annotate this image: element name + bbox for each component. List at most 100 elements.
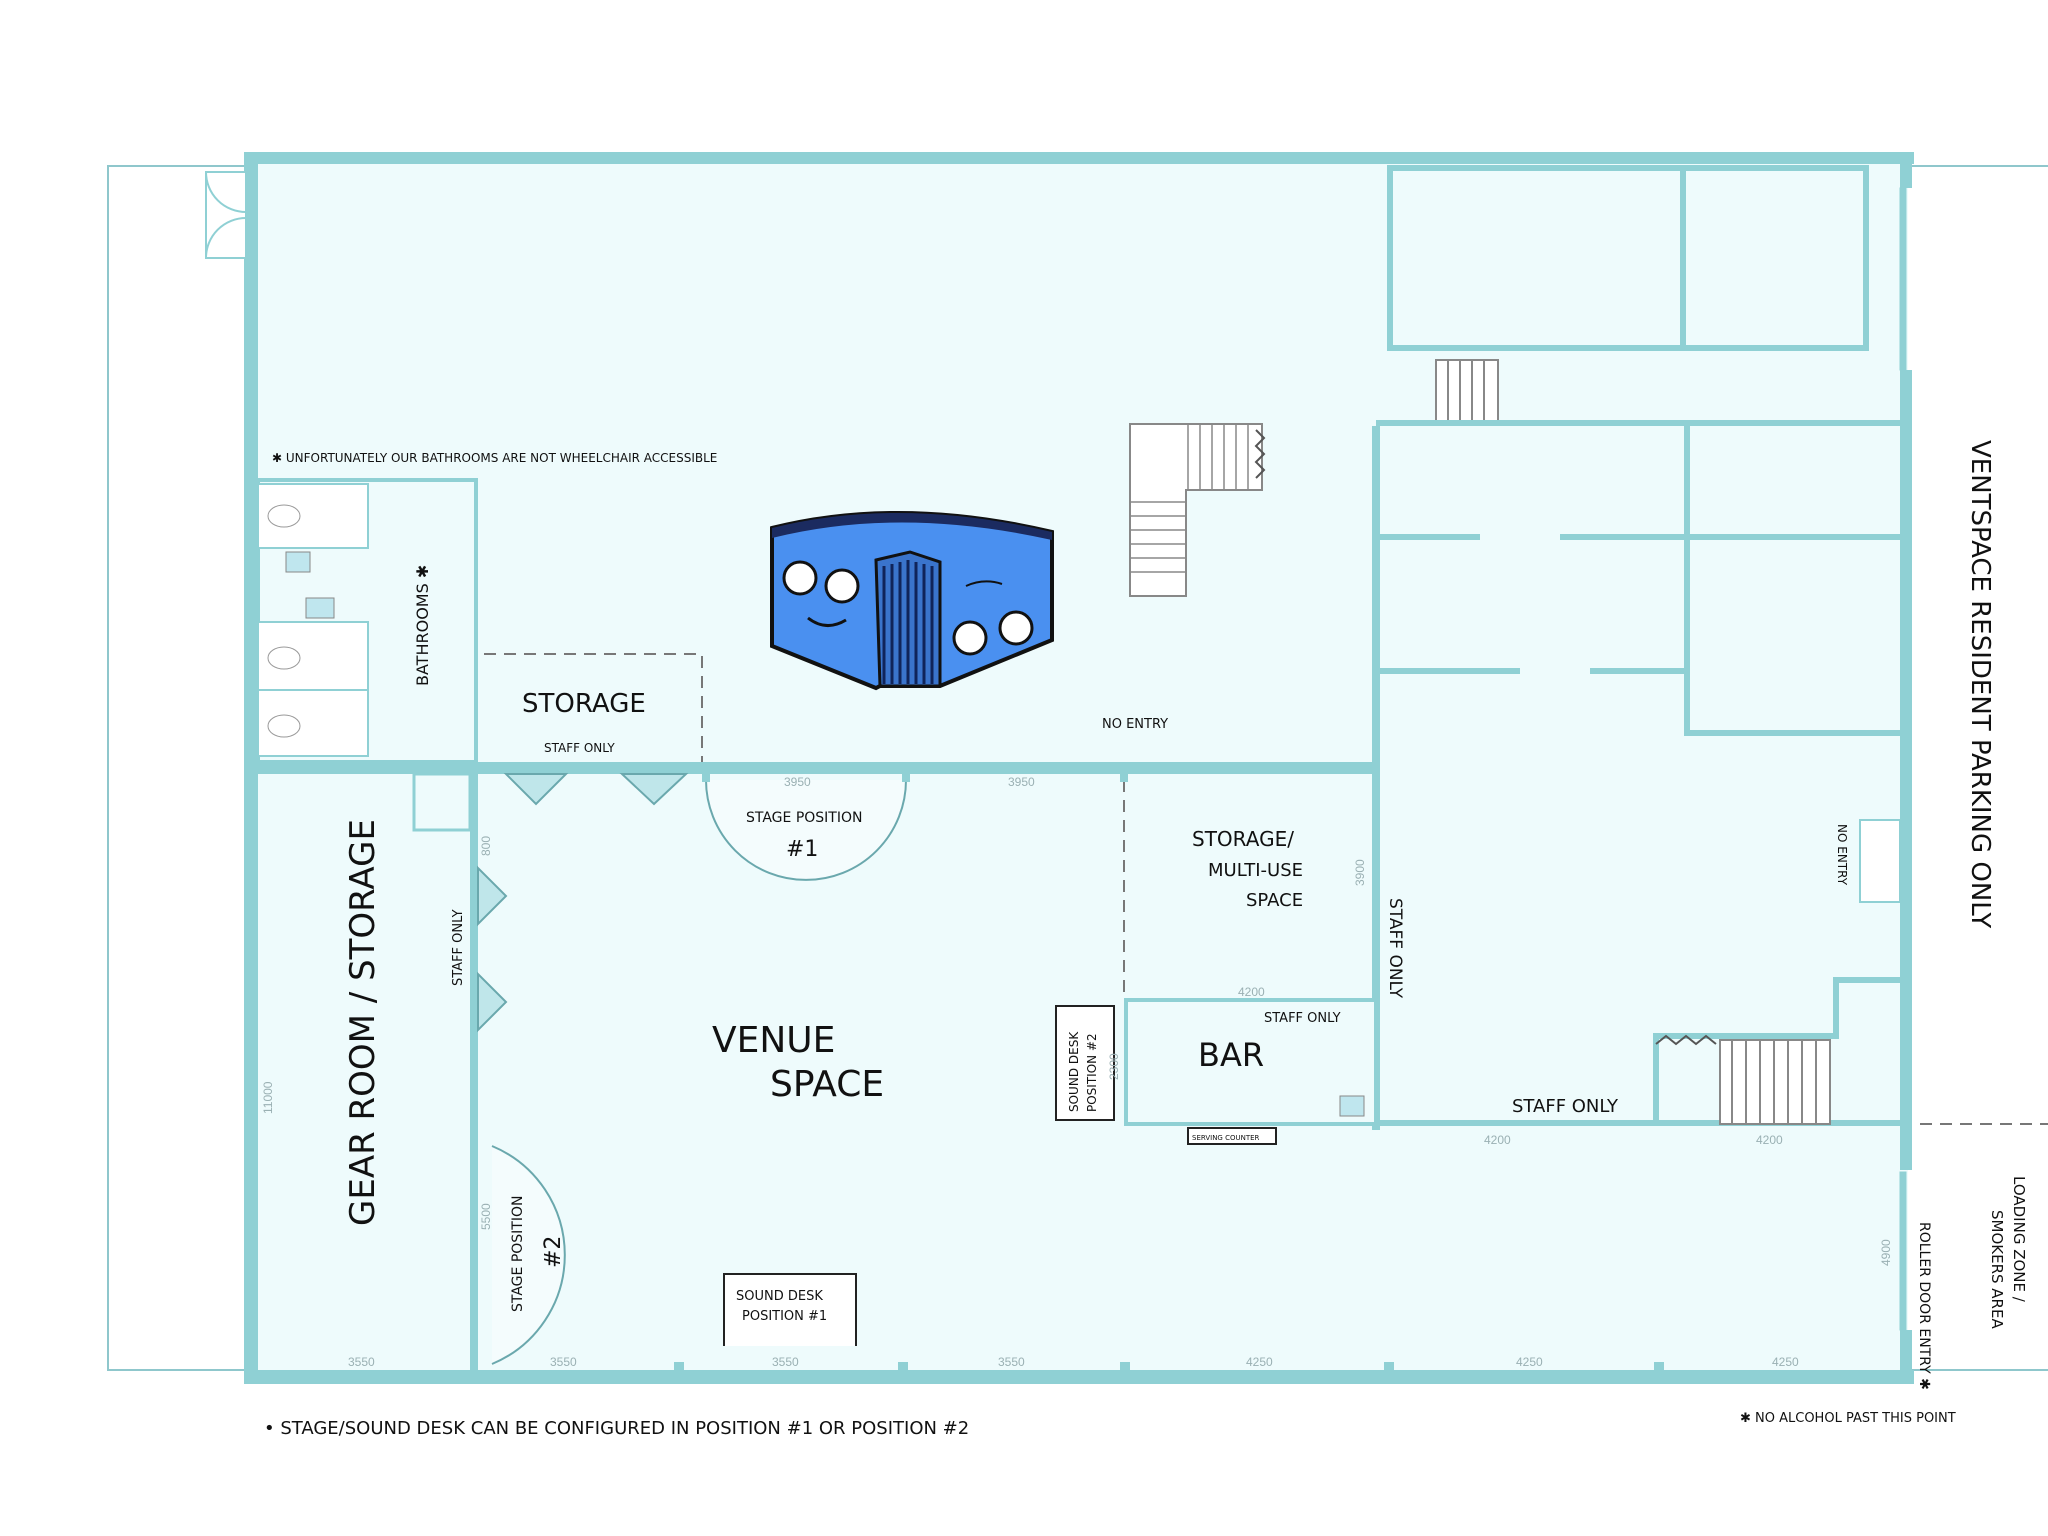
bathrooms-label: BATHROOMS ✱ — [413, 565, 432, 686]
stage-position-1-title: STAGE POSITION — [746, 810, 862, 826]
staff-only-vertical-left: STAFF ONLY — [451, 909, 466, 986]
stage-position-1-number: #1 — [786, 837, 818, 862]
storage-label: STORAGE — [522, 689, 646, 719]
storage-multi-use-2: MULTI-USE — [1208, 860, 1303, 881]
dim-3900: 3900 — [1353, 859, 1367, 886]
dim-11000: 11000 — [261, 1081, 275, 1114]
gear-room-entry — [412, 772, 472, 832]
staircase-lower-treads — [1731, 1040, 1817, 1124]
dim-4200-a: 4200 — [1484, 1133, 1511, 1147]
partition-2 — [1560, 534, 1684, 540]
loading-zone-label-1: LOADING ZONE / — [2010, 1176, 2028, 1303]
dim-4200-b: 4200 — [1756, 1133, 1783, 1147]
dim-3950-a: 3950 — [784, 775, 811, 789]
entrance-door — [205, 171, 247, 259]
entrance-door-swing — [205, 171, 247, 259]
sink-1 — [285, 551, 311, 573]
dim-bottom-4250-c: 4250 — [1772, 1355, 1799, 1369]
gear-door-1 — [477, 865, 508, 927]
wall-venue-top — [248, 762, 1378, 774]
outdoor-area-left — [107, 165, 249, 1371]
columns — [674, 774, 1664, 1372]
roller-door-label: ROLLER DOOR ENTRY ✱ — [1916, 1222, 1932, 1390]
bar-sink — [1339, 1095, 1365, 1117]
dim-bottom-3550-a: 3550 — [348, 1355, 375, 1369]
staircase-center-break — [1254, 429, 1266, 479]
loading-zone-label-2: SMOKERS AREA — [1988, 1210, 2006, 1329]
gear-room-label: GEAR ROOM / STORAGE — [343, 819, 383, 1226]
stage-position-2-number: #2 — [541, 1236, 566, 1268]
stage-position-2-title: STAGE POSITION — [510, 1196, 526, 1312]
storage-staff-only: STAFF ONLY — [544, 741, 615, 755]
wall-right-rooms-mid — [1684, 426, 1690, 734]
bar-room — [1124, 998, 1378, 1126]
sink-2 — [305, 597, 335, 619]
partition-5 — [1690, 534, 1900, 540]
footnote-alcohol: ✱ NO ALCOHOL PAST THIS POINT — [1740, 1411, 1956, 1426]
office-divider — [1680, 168, 1686, 348]
dim-3950-b: 3950 — [1008, 775, 1035, 789]
wall-right-rooms-top — [1376, 420, 1904, 426]
stairs-top — [1435, 359, 1499, 423]
partition-4 — [1590, 668, 1684, 674]
toilet-2 — [267, 646, 301, 670]
sound-desk-2-line-2: POSITION #2 — [1085, 1033, 1099, 1112]
wall-gear-room — [470, 774, 478, 1370]
outer-wall-right-lower — [1900, 1330, 1912, 1384]
dim-2300: 2300 — [1107, 1053, 1121, 1080]
bar-staff-only: STAFF ONLY — [1264, 1011, 1341, 1026]
stage-position-2 — [491, 1145, 566, 1365]
no-entry-top: NO ENTRY — [1102, 717, 1168, 732]
dim-5500: 5500 — [479, 1203, 493, 1230]
venue-label-2: SPACE — [770, 1064, 884, 1105]
serving-counter — [1187, 1127, 1277, 1145]
staircase-center-treads — [1130, 424, 1249, 573]
dim-4900: 4900 — [1879, 1239, 1893, 1266]
stage-position-1 — [705, 779, 907, 881]
storage-door-2 — [619, 773, 689, 806]
dim-bottom-3550-b: 3550 — [550, 1355, 577, 1369]
serving-counter-label: SERVING COUNTER — [1192, 1134, 1260, 1142]
right-exit-door — [1859, 819, 1901, 903]
staircase-center-outline — [1129, 423, 1263, 597]
staircase-lower-wall — [1653, 977, 1902, 1124]
sound-desk-2-line-1: SOUND DESK — [1067, 1031, 1081, 1112]
staff-only-bottom: STAFF ONLY — [1512, 1096, 1619, 1117]
stairs-top-treads — [1447, 360, 1485, 422]
mascot-logo — [770, 510, 1054, 691]
staff-only-vertical-right: STAFF ONLY — [1385, 898, 1405, 999]
toilet-3 — [267, 714, 301, 738]
staircase-lower-break — [1655, 1034, 1717, 1046]
footnote-stage: • STAGE/SOUND DESK CAN BE CONFIGURED IN … — [264, 1418, 969, 1439]
toilet-1 — [267, 504, 301, 528]
bathroom-note: ✱ UNFORTUNATELY OUR BATHROOMS ARE NOT WH… — [272, 451, 717, 465]
no-entry-right: NO ENTRY — [1835, 824, 1849, 886]
outer-wall-right-upper — [1900, 152, 1912, 188]
sound-desk-1-line-1: SOUND DESK — [736, 1289, 823, 1304]
roller-door — [1899, 1171, 1907, 1331]
storage-multi-use-1: STORAGE/ — [1192, 827, 1294, 851]
wall-staff-bottom — [1376, 1120, 1902, 1126]
venue-label-1: VENUE — [712, 1020, 835, 1061]
right-window — [1899, 187, 1907, 371]
storage-door-1 — [503, 773, 569, 806]
wall-right-rooms-bottom — [1684, 730, 1904, 736]
storage-boundary — [484, 653, 703, 762]
office-block — [1387, 165, 1869, 351]
storage-multi-use-3: SPACE — [1246, 890, 1303, 911]
partition-1 — [1380, 534, 1480, 540]
dim-4200-bar: 4200 — [1238, 985, 1265, 999]
outer-wall-bottom — [244, 1370, 1914, 1384]
dim-bottom-3550-d: 3550 — [998, 1355, 1025, 1369]
dim-800: 800 — [479, 836, 493, 856]
outer-wall-right-mid — [1900, 370, 1912, 1170]
outer-wall-top — [244, 152, 1914, 164]
sound-desk-position-1 — [723, 1273, 857, 1346]
sound-desk-1-line-2: POSITION #1 — [742, 1309, 827, 1324]
dim-bottom-4250-a: 4250 — [1246, 1355, 1273, 1369]
partition-3 — [1380, 668, 1520, 674]
bar-label: BAR — [1198, 1036, 1264, 1074]
dim-bottom-4250-b: 4250 — [1516, 1355, 1543, 1369]
wall-multi-use-right — [1372, 426, 1380, 1130]
